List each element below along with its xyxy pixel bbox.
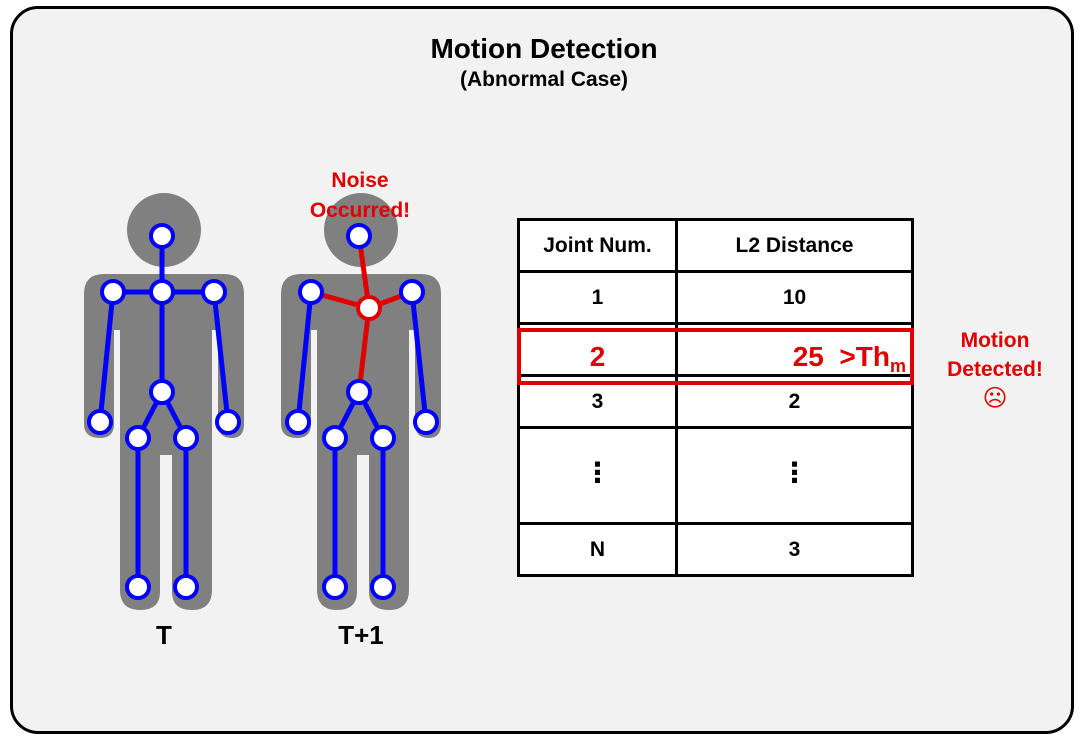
- joint-foot-right: [125, 574, 151, 600]
- joint-neck-noisy: [356, 295, 382, 321]
- cell-joint-ellipsis: ⋮: [517, 426, 678, 525]
- joint-hand-right: [285, 409, 311, 435]
- highlight-distance: 25 >Thm: [680, 333, 906, 380]
- body-silhouette: [84, 274, 244, 610]
- noise-label-line1: Noise: [331, 169, 389, 192]
- cell-distance: 10: [675, 270, 914, 325]
- joint-head: [346, 223, 372, 249]
- table-row: 1 10: [517, 270, 914, 325]
- joint-hip-left: [173, 425, 199, 451]
- joint-hand-right: [87, 409, 113, 435]
- l2-distance-table: Joint Num. L2 Distance 1 10 3 2 ⋮ ⋮ N 3: [517, 218, 914, 577]
- joint-foot-left: [173, 574, 199, 600]
- joint-head: [149, 223, 175, 249]
- noise-occurred-label: Noise Occurred!: [290, 166, 430, 226]
- frame-label-t1: T+1: [338, 620, 384, 650]
- joint-foot-right: [322, 574, 348, 600]
- skeleton-joints: [285, 223, 439, 600]
- threshold-subscript: m: [889, 356, 906, 376]
- table-row: N 3: [517, 522, 914, 577]
- motion-label-line1: Motion: [960, 329, 1030, 352]
- joint-shoulder-right: [298, 279, 324, 305]
- highlight-distance-value: 25: [792, 341, 824, 372]
- cell-joint: N: [517, 522, 678, 577]
- highlight-box: [517, 328, 914, 385]
- joint-hip-right: [322, 425, 348, 451]
- header-joint-num: Joint Num.: [517, 218, 678, 273]
- sad-face-icon: ☹: [982, 385, 1008, 412]
- diagram-subtitle: (Abnormal Case): [459, 68, 629, 91]
- motion-label-line2: Detected!: [947, 358, 1043, 381]
- table-row-ellipsis: ⋮ ⋮: [517, 426, 914, 525]
- skeleton-joints: [87, 223, 241, 600]
- cell-distance: 3: [675, 522, 914, 577]
- motion-detected-label: Motion Detected! ☹: [925, 326, 1065, 413]
- joint-shoulder-left: [399, 279, 425, 305]
- diagram-title: Motion Detection: [430, 33, 658, 64]
- cell-distance-ellipsis: ⋮: [675, 426, 914, 525]
- joint-pelvis: [149, 379, 175, 405]
- joint-pelvis: [346, 379, 372, 405]
- joint-shoulder-left: [201, 279, 227, 305]
- cell-joint: 1: [517, 270, 678, 325]
- person-t: [84, 193, 244, 610]
- joint-hand-left: [215, 409, 241, 435]
- person-t1: [281, 193, 441, 610]
- frame-label-t: T: [156, 620, 172, 650]
- highlight-joint-num: 2: [589, 341, 606, 372]
- joint-hip-left: [370, 425, 396, 451]
- joint-hip-right: [125, 425, 151, 451]
- joint-shoulder-right: [100, 279, 126, 305]
- table-header-row: Joint Num. L2 Distance: [517, 218, 914, 273]
- noise-label-line2: Occurred!: [309, 199, 411, 222]
- joint-neck: [149, 279, 175, 305]
- threshold-label: >Th: [839, 341, 890, 372]
- body-silhouette: [281, 274, 441, 610]
- joint-hand-left: [413, 409, 439, 435]
- joint-foot-left: [370, 574, 396, 600]
- header-l2-distance: L2 Distance: [675, 218, 914, 273]
